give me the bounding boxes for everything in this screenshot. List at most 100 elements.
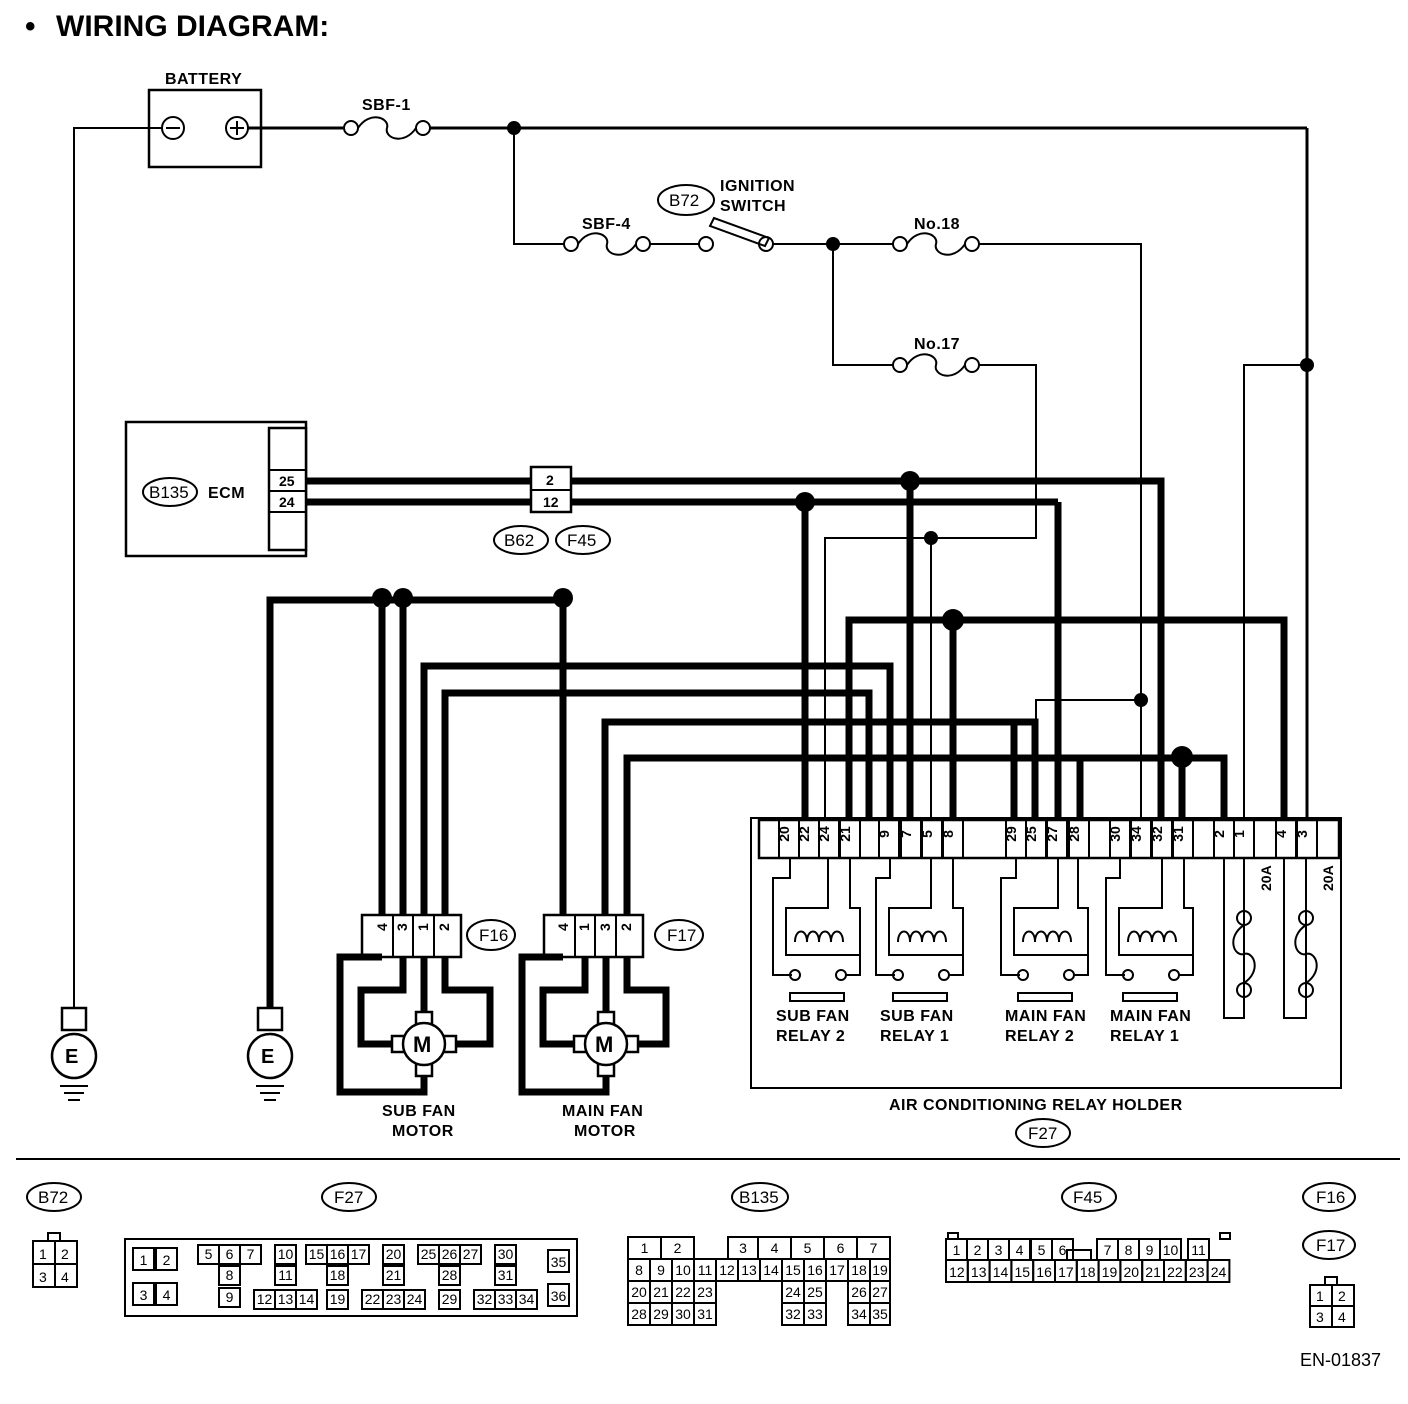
ignition-label-2: SWITCH bbox=[720, 198, 786, 215]
f17-view-tag bbox=[1302, 1230, 1356, 1260]
b135-view-pin: 20 bbox=[631, 1284, 647, 1300]
f27-view-pin: 28 bbox=[442, 1267, 458, 1283]
sub-fan-motor-label-2: MOTOR bbox=[392, 1123, 454, 1140]
f17-motor-connector bbox=[542, 913, 645, 959]
relay-holder-pin: 20 bbox=[776, 826, 792, 842]
fuse-20a-1-icon bbox=[1223, 858, 1256, 1019]
f27-view-pin: 3 bbox=[140, 1287, 148, 1303]
b72-view-pin-3: 3 bbox=[39, 1269, 47, 1285]
b72-connector-view bbox=[32, 1232, 78, 1288]
main-fan-motor-symbol: M bbox=[595, 1032, 614, 1057]
sbf4-fuse-icon bbox=[563, 232, 651, 256]
b135-view-pin: 3 bbox=[739, 1240, 747, 1256]
fuse-20a-2-icon bbox=[1283, 858, 1318, 1019]
pin22-wire bbox=[824, 537, 931, 820]
joint-pin-12: 12 bbox=[543, 494, 559, 510]
b135-view-pin: 35 bbox=[872, 1306, 888, 1322]
b72-view-pin-2: 2 bbox=[61, 1246, 69, 1262]
b135-view-pin: 7 bbox=[870, 1240, 878, 1256]
f45-view-pin: 8 bbox=[1125, 1242, 1133, 1258]
battery-ground-wire bbox=[73, 127, 162, 1008]
b135-view-pin: 18 bbox=[851, 1262, 867, 1278]
ecm-pin-24: 24 bbox=[279, 494, 295, 510]
f16-pin-2: 2 bbox=[436, 923, 452, 931]
main-fan-2-wire bbox=[623, 754, 1228, 915]
b135-view-pin: 5 bbox=[804, 1240, 812, 1256]
f45-view-pin: 14 bbox=[993, 1264, 1009, 1280]
f27-view-pin: 29 bbox=[442, 1291, 458, 1307]
b72-view-tag bbox=[26, 1182, 82, 1212]
relay-holder-label: AIR CONDITIONING RELAY HOLDER bbox=[889, 1097, 1183, 1114]
f27-view-pin: 30 bbox=[498, 1246, 514, 1262]
f27-view-pin: 19 bbox=[330, 1291, 346, 1307]
relay-holder-pin: 4 bbox=[1273, 830, 1289, 838]
b135-view-pin: 19 bbox=[872, 1262, 888, 1278]
page-title: WIRING DIAGRAM: bbox=[56, 10, 329, 43]
f45-view-pin: 22 bbox=[1167, 1264, 1183, 1280]
f27-view-pin: 6 bbox=[226, 1246, 234, 1262]
main-fan-motor-label-1: MAIN FAN bbox=[562, 1103, 643, 1120]
b135-view-pin: 14 bbox=[763, 1262, 779, 1278]
sub-fan-motor-symbol: M bbox=[413, 1032, 432, 1057]
bus-branch-wire bbox=[1243, 364, 1307, 820]
b135-view-pin: 13 bbox=[741, 1262, 757, 1278]
b72-connector-tag bbox=[657, 184, 715, 216]
relay-holder-pin: 32 bbox=[1149, 826, 1165, 842]
f45-view-pin: 10 bbox=[1163, 1242, 1179, 1258]
f16-motor-connector bbox=[360, 913, 463, 959]
main-fan-motor-label-2: MOTOR bbox=[574, 1123, 636, 1140]
f27-view-pin: 8 bbox=[226, 1267, 234, 1283]
f45-view-pin: 1 bbox=[953, 1242, 961, 1258]
f17-connector-tag bbox=[654, 919, 704, 951]
f16-pin-1: 1 bbox=[415, 923, 431, 931]
relay-label-2a: SUB FAN bbox=[880, 1008, 954, 1025]
f27-view-pin: 22 bbox=[365, 1291, 381, 1307]
sbf4-feed-wire bbox=[513, 128, 564, 245]
b135-view-pin: 10 bbox=[675, 1262, 691, 1278]
f27-view-pin: 33 bbox=[498, 1291, 514, 1307]
relay-holder-pin: 28 bbox=[1066, 826, 1082, 842]
ignition-label-1: IGNITION bbox=[720, 178, 795, 195]
f27-connector-view bbox=[124, 1238, 578, 1317]
b135-view-pin: 24 bbox=[785, 1284, 801, 1300]
sbf1-label: SBF-1 bbox=[362, 97, 411, 114]
f45-view-pin: 2 bbox=[974, 1242, 982, 1258]
relay-holder-pin: 7 bbox=[898, 830, 914, 838]
ecm-pin-25: 25 bbox=[279, 473, 295, 489]
b135-view-pin: 33 bbox=[807, 1306, 823, 1322]
sub-fan-relay-1-icon bbox=[875, 858, 964, 1002]
b135-view-pin: 16 bbox=[807, 1262, 823, 1278]
f27-view-pin: 13 bbox=[278, 1291, 294, 1307]
f27-view-pin: 36 bbox=[551, 1288, 567, 1304]
battery bbox=[147, 88, 263, 169]
b62-connector-tag bbox=[493, 525, 549, 555]
f45-view-code: F45 bbox=[1073, 1188, 1102, 1207]
f27-view-pin: 2 bbox=[163, 1252, 171, 1268]
joint-pin-2: 2 bbox=[546, 472, 554, 488]
fuse-20a-1-label: 20A bbox=[1258, 865, 1274, 891]
f17-view-pin-4: 4 bbox=[1338, 1309, 1346, 1325]
no18-label: No.18 bbox=[914, 216, 960, 233]
f45-view-pin: 24 bbox=[1211, 1264, 1227, 1280]
ignition-switch-icon bbox=[708, 216, 774, 252]
f45-view-pin: 7 bbox=[1104, 1242, 1112, 1258]
f45-view-pin: 5 bbox=[1038, 1242, 1046, 1258]
b72-code: B72 bbox=[669, 191, 699, 210]
relay-label-3b: RELAY 2 bbox=[1005, 1028, 1074, 1045]
f27-view-pin: 16 bbox=[330, 1246, 346, 1262]
f45-view-pin: 17 bbox=[1058, 1264, 1074, 1280]
relay-holder-pin: 1 bbox=[1231, 830, 1247, 838]
relay-holder-pin: 30 bbox=[1107, 826, 1123, 842]
b135-view-pin: 34 bbox=[851, 1306, 867, 1322]
b135-view-pin: 12 bbox=[719, 1262, 735, 1278]
b72-view-code: B72 bbox=[38, 1188, 68, 1207]
f27-view-pin: 12 bbox=[257, 1291, 273, 1307]
b135-view-pin: 8 bbox=[635, 1262, 643, 1278]
ground-left-label: E bbox=[65, 1046, 79, 1068]
f16-f17-connector-view bbox=[1309, 1276, 1355, 1328]
no17-fuse-icon bbox=[892, 353, 980, 377]
f27-view-pin: 5 bbox=[205, 1246, 213, 1262]
f16-view-tag bbox=[1302, 1182, 1356, 1212]
b135-view-code: B135 bbox=[739, 1188, 779, 1207]
relay-holder-pin: 27 bbox=[1044, 826, 1060, 842]
